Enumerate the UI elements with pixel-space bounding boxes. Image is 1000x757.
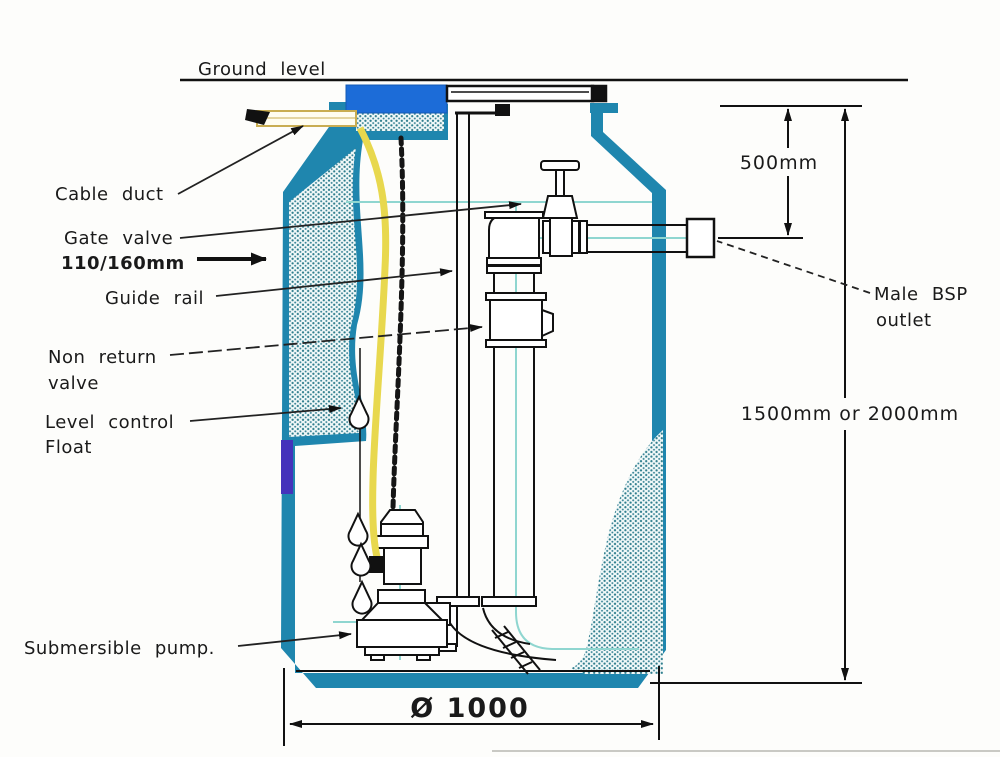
riser-centerline	[515, 205, 639, 650]
label-level-control-1: Level control	[45, 412, 174, 433]
label-cable-duct: Cable duct	[55, 184, 164, 205]
cable-duct-tube	[245, 109, 357, 127]
neck-rim-left	[329, 102, 348, 113]
leader-non-return	[169, 324, 483, 356]
submersible-pump	[356, 509, 451, 661]
duct-end-cap	[245, 109, 270, 125]
leader-cable-duct	[177, 125, 304, 195]
pump-collar	[375, 535, 429, 549]
wall-accent-purple	[281, 440, 293, 494]
elbow-support-strut	[491, 625, 541, 675]
label-inlet-size: 110/160mm	[61, 253, 185, 274]
dim-label-diameter: Ø 1000	[410, 693, 530, 724]
riser-flange-2	[486, 265, 542, 274]
label-male-bsp-2: outlet	[876, 310, 932, 331]
power-cable	[356, 126, 390, 558]
neck-rim-right	[590, 103, 618, 113]
lifting-chain	[390, 135, 406, 511]
gate-valve-stem	[555, 169, 565, 197]
label-guide-rail: Guide rail	[105, 288, 204, 309]
cable-connector	[369, 556, 384, 573]
float-switch	[348, 394, 370, 430]
float-switch	[347, 511, 369, 547]
label-non-return-1: Non return	[48, 347, 157, 368]
gate-valve	[540, 160, 588, 257]
label-gate-valve: Gate valve	[64, 228, 173, 249]
label-non-return-2: valve	[48, 373, 99, 394]
dim-label-depth: 1500mm or 2000mm	[741, 403, 959, 425]
pump-motor	[383, 547, 422, 585]
pump-band	[377, 589, 426, 604]
riser-flange-1	[486, 257, 542, 266]
discharge-pipework	[420, 160, 716, 675]
guide-rail-clamp	[495, 104, 510, 116]
level-floats	[347, 348, 373, 615]
pump-base	[364, 646, 440, 656]
gate-valve-bonnet	[541, 195, 579, 219]
labels: Ground level Cable duct Gate valve 110/1…	[24, 59, 968, 724]
access-lid	[445, 84, 608, 103]
float-switch	[350, 541, 372, 577]
wall-texture	[289, 107, 663, 674]
gate-valve-handwheel	[540, 160, 580, 171]
texture-right-wall	[570, 430, 663, 674]
pump-volute	[356, 619, 448, 648]
dimension-lines	[180, 78, 1000, 752]
label-submersible-pump: Submersible pump.	[24, 638, 215, 659]
base-elbow-inner	[482, 607, 531, 645]
leader-male-bsp	[716, 240, 871, 294]
outlet-coupler	[685, 217, 716, 259]
float-switch	[351, 579, 373, 615]
label-level-control-2: Float	[45, 437, 92, 458]
pipe-base-flange	[481, 596, 537, 607]
label-male-bsp-1: Male BSP	[874, 284, 968, 305]
label-ground-level: Ground level	[198, 59, 326, 80]
elbow-top-flange	[484, 211, 544, 219]
leader-guide-rail	[215, 268, 453, 297]
leader-level-control	[189, 405, 342, 422]
texture-left-wall	[289, 148, 360, 437]
guide-rail	[455, 104, 510, 600]
non-return-valve	[485, 292, 554, 348]
leader-submersible-pump	[237, 631, 352, 647]
riser-elbow	[488, 215, 540, 259]
tank-shell	[281, 100, 666, 688]
access-cover-blue	[345, 84, 448, 114]
leader-gate-valve	[179, 201, 522, 239]
leader-lines	[169, 125, 871, 647]
dim-label-500mm: 500mm	[740, 152, 818, 174]
tank-wall-section	[281, 100, 666, 688]
